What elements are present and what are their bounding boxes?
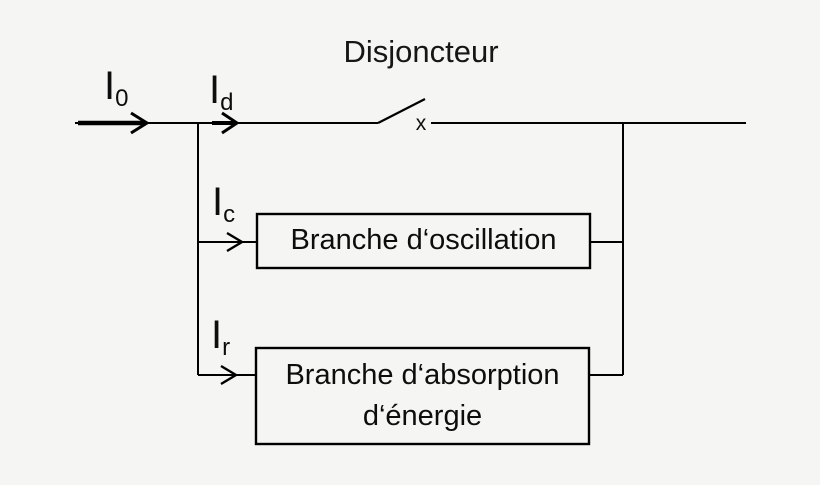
- label-ir-subscript: r: [222, 334, 231, 361]
- switch-blade: [377, 98, 426, 124]
- label-ic-base: I: [212, 180, 224, 224]
- label-i0-base: I: [104, 64, 116, 108]
- label-ic: Ic: [212, 182, 235, 227]
- absorption-box-label: Branche d‘absorption d‘énergie: [256, 348, 589, 444]
- ic-arrow-head: [226, 231, 245, 253]
- diagram-title: Disjoncteur: [343, 34, 499, 69]
- label-i0: I0: [104, 66, 128, 111]
- label-ic-subscript: c: [223, 201, 236, 228]
- oscillation-box-text: Branche d‘oscillation: [290, 224, 557, 257]
- id-arrow-head: [221, 111, 240, 135]
- switch-contact-x: x: [416, 112, 427, 135]
- oscillation-box-label: Branche d‘oscillation: [257, 214, 590, 268]
- absorption-box-text-line1: Branche d‘absorption: [285, 358, 560, 391]
- label-ir-base: I: [211, 313, 223, 357]
- ir-arrow-head: [220, 364, 239, 386]
- absorption-box-text-line2: d‘énergie: [362, 400, 483, 432]
- absorption-box: [254, 346, 591, 446]
- label-ir: Ir: [211, 315, 230, 360]
- i0-arrow-head: [130, 111, 150, 135]
- label-id-base: I: [209, 68, 221, 112]
- label-id: Id: [209, 70, 233, 115]
- label-id-subscript: d: [220, 89, 234, 116]
- label-i0-subscript: 0: [115, 85, 129, 112]
- oscillation-box: [255, 212, 592, 270]
